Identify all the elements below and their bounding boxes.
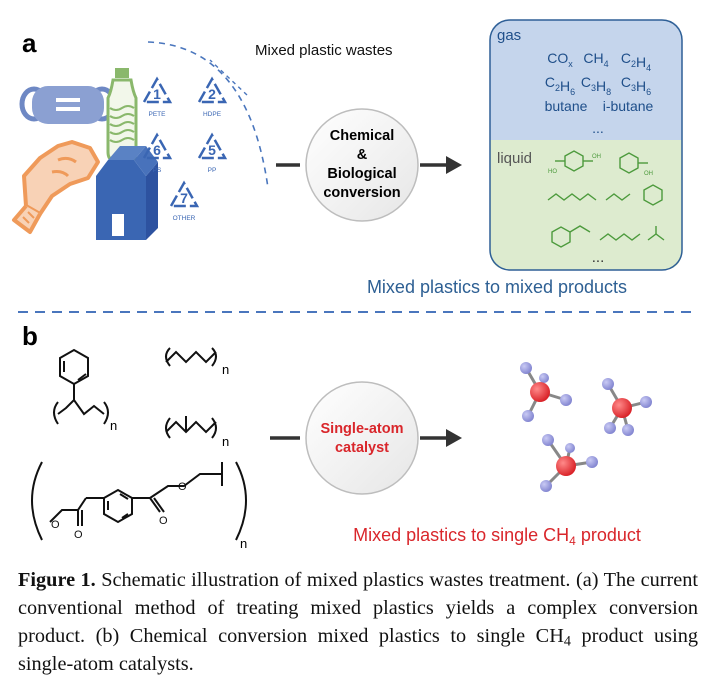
liquid-ellipsis: ... [592,249,605,266]
liquid-title: liquid [497,150,532,167]
gas-formula: COx [547,50,573,69]
gas-formula: butane [545,98,588,114]
conversion-line-2: & [357,147,368,163]
pet-subscript-n: n [240,536,247,551]
liquid-molecules [547,150,665,248]
gas-formula: i-butane [603,98,654,114]
carton-icon [96,146,158,240]
label-leader [209,59,248,96]
figure-caption: Figure 1. Schematic illustration of mixe… [18,566,698,678]
ps-subscript-n: n [110,418,117,433]
svg-text:OH: OH [592,154,601,160]
recycle-code-pete: 1 PETE [141,76,173,118]
catalyst-line-2: catalyst [335,440,389,456]
svg-text:HDPE: HDPE [203,111,222,118]
methane-molecule [520,362,572,422]
gas-formula: C2H6 [545,74,575,97]
recycle-code-pp: 5 PP [196,132,228,174]
svg-text:HO: HO [548,169,557,175]
panel-b: b n n n [22,321,652,551]
conversion-circle [305,108,419,222]
panel-b-tagline: Mixed plastics to single CH4 product [353,525,641,548]
glove-icon [12,140,100,234]
panel-a-tagline: Mixed plastics to mixed products [367,277,627,297]
methane-molecule [602,378,652,436]
recycle-code-hdpe: 2 HDPE [196,76,228,118]
mixed-plastic-label: Mixed plastic wastes [255,42,393,59]
gas-formula: ... [592,120,604,136]
svg-text:OTHER: OTHER [173,215,196,222]
polypropylene-structure [165,416,217,439]
gas-formula: C3H6 [621,74,651,97]
arrow-out [420,156,462,174]
polyethylene-structure [165,347,217,367]
figure-graphic: a Mixed plastic wastes [12,19,696,551]
caption-text-1: Schematic illustration of mixed plastics… [18,569,698,647]
svg-text:PP: PP [208,167,217,174]
svg-text:1: 1 [153,86,161,102]
svg-text:5: 5 [208,142,216,158]
svg-text:O: O [51,519,60,531]
catalyst-line-1: Single-atom [321,421,404,437]
polystyrene-structure [53,348,109,425]
pp-subscript-n: n [222,434,229,449]
svg-text:O: O [159,515,168,527]
gas-formula: C3H8 [581,74,611,97]
conversion-line-3: Biological [327,166,396,182]
pe-subscript-n: n [222,362,229,377]
recycle-code-ps: 6 PS [141,132,173,174]
svg-text:PETE: PETE [149,111,167,118]
caption-sub: 4 [563,633,571,650]
pet-atom-labels: O O O O [51,481,187,541]
caption-label: Figure 1. [18,569,96,591]
panel-a-label: a [22,28,37,58]
panel-b-label: b [22,321,38,351]
gas-formula: CH4 [583,50,608,69]
conversion-line-4: conversion [323,185,400,201]
arrow-out-b [420,429,462,447]
svg-text:7: 7 [180,190,188,206]
face-mask-icon [19,86,117,124]
svg-text:O: O [178,481,187,493]
pet-structure [31,461,247,541]
product-box [489,19,683,271]
liquid-molecule-labels: HO OH OH [548,154,653,177]
gas-formula: C2H4 [621,50,651,73]
panel-a: a Mixed plastic wastes [12,19,683,297]
conversion-line-1: Chemical [330,128,394,144]
caption-text-2: product using single-atom catalysts. [18,625,698,675]
svg-text:2: 2 [208,86,216,102]
catalyst-circle [305,381,419,495]
gas-title: gas [497,27,521,44]
methane-molecule [540,434,598,492]
svg-text:OH: OH [644,171,653,177]
grouping-arc [147,41,269,189]
svg-text:O: O [74,529,83,541]
recycle-code-other: 7 OTHER [168,180,200,222]
svg-text:6: 6 [153,142,161,158]
svg-text:PS: PS [153,167,162,174]
